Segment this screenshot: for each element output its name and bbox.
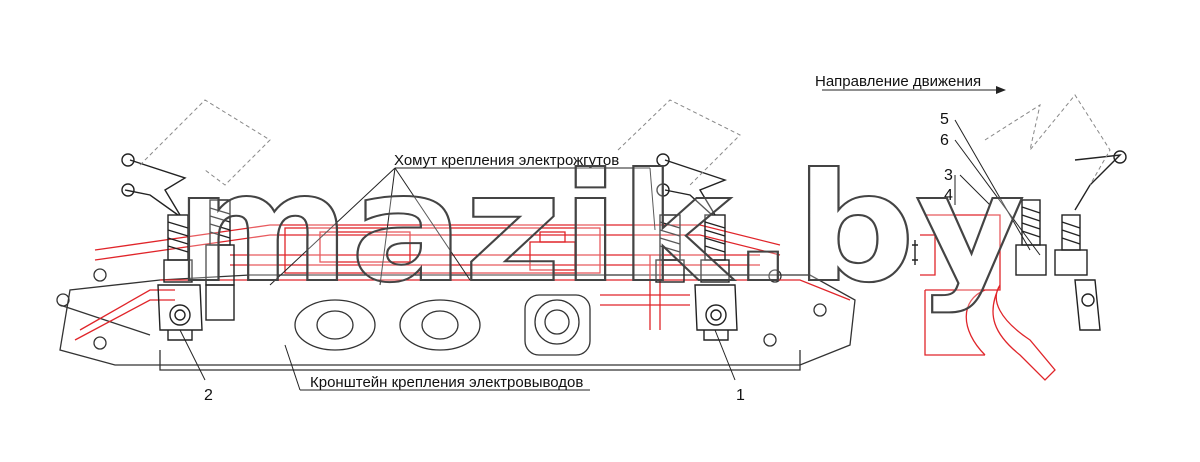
flange-ovals — [294, 294, 591, 356]
right-dashed-outline — [617, 99, 741, 186]
callout-2: 2 — [204, 387, 213, 404]
bracket-label: Кронштейн крепления электровыводов — [310, 374, 583, 391]
callout-4: 4 — [944, 187, 953, 204]
callout-3: 3 — [944, 167, 953, 184]
callout-1: 1 — [736, 387, 745, 404]
callout-6: 6 — [940, 132, 949, 149]
left-dashed-outline — [139, 99, 271, 186]
right-connector — [655, 153, 738, 341]
callout-5: 5 — [940, 111, 949, 128]
red-harness — [74, 224, 851, 341]
side-view-connectors — [912, 150, 1127, 331]
direction-label: Направление движения — [815, 73, 981, 90]
leader-lines — [179, 119, 1041, 391]
watermark: mazik.by — [175, 142, 1025, 316]
side-view-bracket — [920, 214, 1056, 381]
base-plate — [56, 268, 856, 371]
left-connector — [121, 153, 235, 341]
side-dashed-outline — [984, 94, 1111, 186]
clamp-label: Хомут крепления электрожгутов — [394, 152, 619, 169]
